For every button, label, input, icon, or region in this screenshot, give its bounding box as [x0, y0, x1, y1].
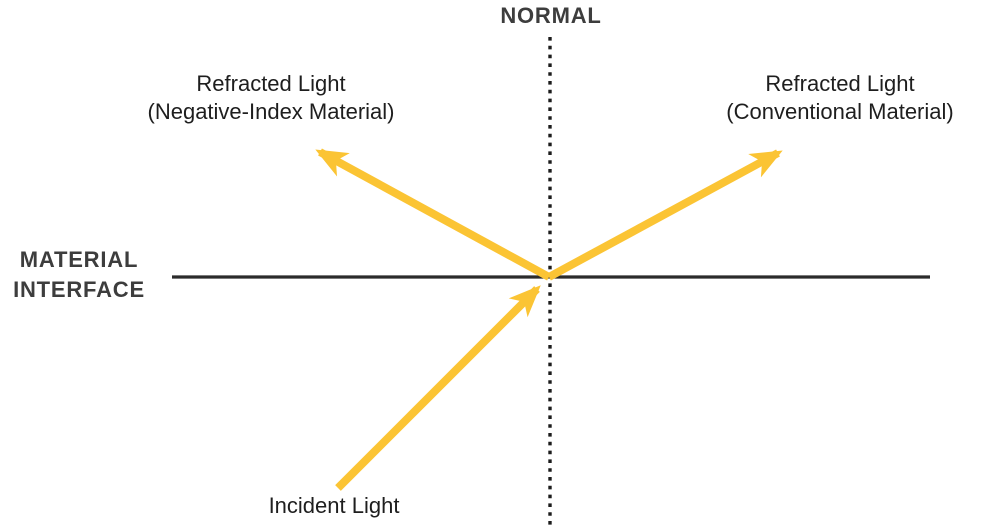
- normal-label: NORMAL: [500, 1, 601, 31]
- incident-light-label-text: Incident Light: [268, 493, 400, 518]
- refracted-conventional-label-line1: Refracted Light: [765, 71, 915, 96]
- refracted-negative-label-line2: (Negative-Index Material): [147, 99, 395, 124]
- refracted-conventional-label: Refracted Light (Conventional Material): [726, 70, 953, 126]
- incident-light-label: Incident Light: [269, 492, 400, 520]
- normal-label-text: NORMAL: [500, 3, 602, 28]
- refracted-negative-label-line1: Refracted Light: [196, 71, 346, 96]
- material-interface-label-line2: INTERFACE: [13, 277, 145, 302]
- material-interface-label-line1: MATERIAL: [19, 247, 139, 272]
- refracted-ray-conventional: [547, 149, 783, 281]
- refracted-ray-negative-index: [315, 148, 551, 281]
- incident-light-ray: [335, 285, 541, 491]
- refracted-conventional-label-line2: (Conventional Material): [726, 99, 954, 124]
- refracted-negative-label: Refracted Light (Negative-Index Material…: [148, 70, 395, 126]
- material-interface-label: MATERIAL INTERFACE: [13, 245, 145, 305]
